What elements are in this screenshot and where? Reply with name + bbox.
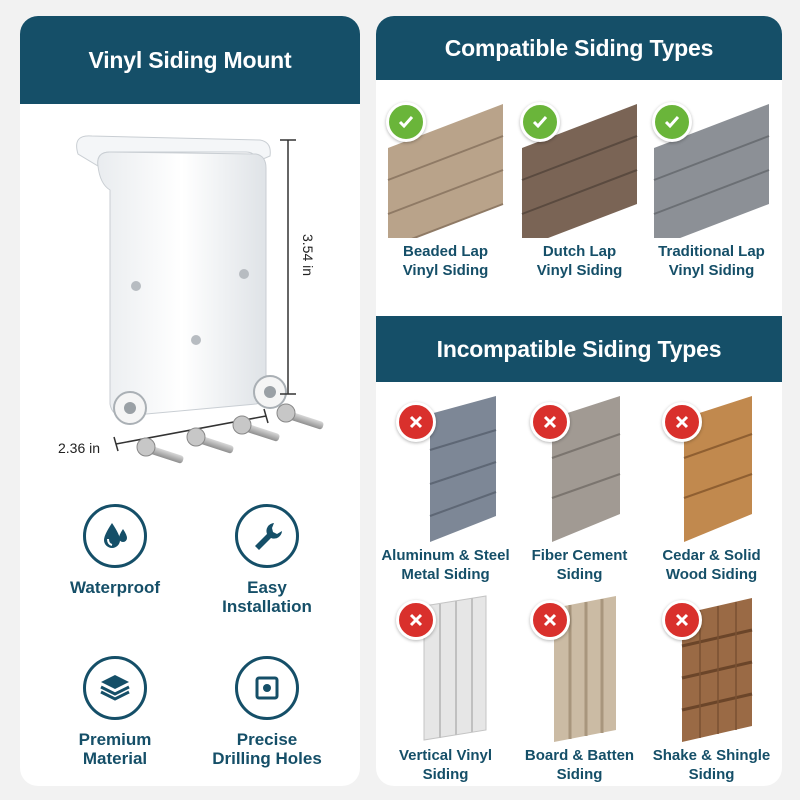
feature-label: Easy Installation [222,578,312,616]
check-icon [386,102,426,142]
x-icon [396,600,436,640]
left-panel: Vinyl Siding Mount [20,16,360,786]
siding-swatch [512,594,647,742]
layers-icon [83,656,147,720]
incompatible-item-board-batten: Board & Batten Siding [512,594,647,784]
feature-precise-drilling-holes: Precise Drilling Holes [192,656,342,768]
mount-bracket-illustration [76,135,324,464]
siding-label: Cedar & Solid Wood Siding [662,547,761,583]
check-icon [520,102,560,142]
screw-icon [232,415,280,442]
siding-swatch [644,98,779,248]
screw-icon [276,403,324,430]
width-dimension-label: 2.36 in [58,440,101,456]
x-icon [662,402,702,442]
x-icon [396,402,436,442]
siding-swatch [644,594,779,742]
siding-label: Dutch Lap Vinyl Siding [536,243,623,279]
screw-icon [136,437,184,464]
siding-label: Board & Batten Siding [524,747,635,783]
mount-product-drawing: 3.54 in 2.36 in [20,104,360,484]
check-icon [652,102,692,142]
compatible-item-beaded-lap: Beaded Lap Vinyl Siding [378,98,513,280]
siding-label: Shake & Shingle Siding [652,747,771,783]
siding-label: Vertical Vinyl Siding [398,747,493,783]
incompatible-item-fiber-cement: Fiber Cement Siding [512,396,647,584]
incompatible-item-shake-shingle: Shake & Shingle Siding [644,594,779,784]
siding-swatch [378,396,513,542]
x-icon [662,600,702,640]
water-drops-icon [83,504,147,568]
compatible-item-dutch-lap: Dutch Lap Vinyl Siding [512,98,647,280]
siding-swatch [512,98,647,248]
right-panel: Compatible Siding Types Beaded Lap Vinyl… [376,16,782,786]
siding-label: Fiber Cement Siding [531,547,628,583]
incompatible-item-metal: Aluminum & Steel Metal Siding [378,396,513,584]
siding-swatch [378,594,513,742]
feature-label: Precise Drilling Holes [212,730,322,768]
x-icon [530,600,570,640]
siding-swatch [644,396,779,542]
height-dimension-label: 3.54 in [300,234,316,277]
screw-icon [186,427,234,454]
feature-waterproof: Waterproof [40,504,190,597]
feature-label: Premium Material [78,730,152,768]
feature-label: Waterproof [69,578,161,597]
compatible-item-traditional-lap: Traditional Lap Vinyl Siding [644,98,779,280]
siding-label: Aluminum & Steel Metal Siding [381,547,510,583]
wrench-icon [235,504,299,568]
drill-hole-icon [235,656,299,720]
x-icon [530,402,570,442]
siding-label: Traditional Lap Vinyl Siding [658,243,765,279]
feature-premium-material: Premium Material [40,656,190,768]
compatible-section-title: Compatible Siding Types [376,16,782,80]
feature-easy-installation: Easy Installation [192,504,342,616]
incompatible-section-title: Incompatible Siding Types [376,316,782,382]
siding-swatch [512,396,647,542]
incompatible-item-cedar-wood: Cedar & Solid Wood Siding [644,396,779,584]
incompatible-item-vertical-vinyl: Vertical Vinyl Siding [378,594,513,784]
left-panel-title: Vinyl Siding Mount [20,16,360,104]
siding-swatch [378,98,513,249]
siding-label: Beaded Lap Vinyl Siding [402,243,489,279]
